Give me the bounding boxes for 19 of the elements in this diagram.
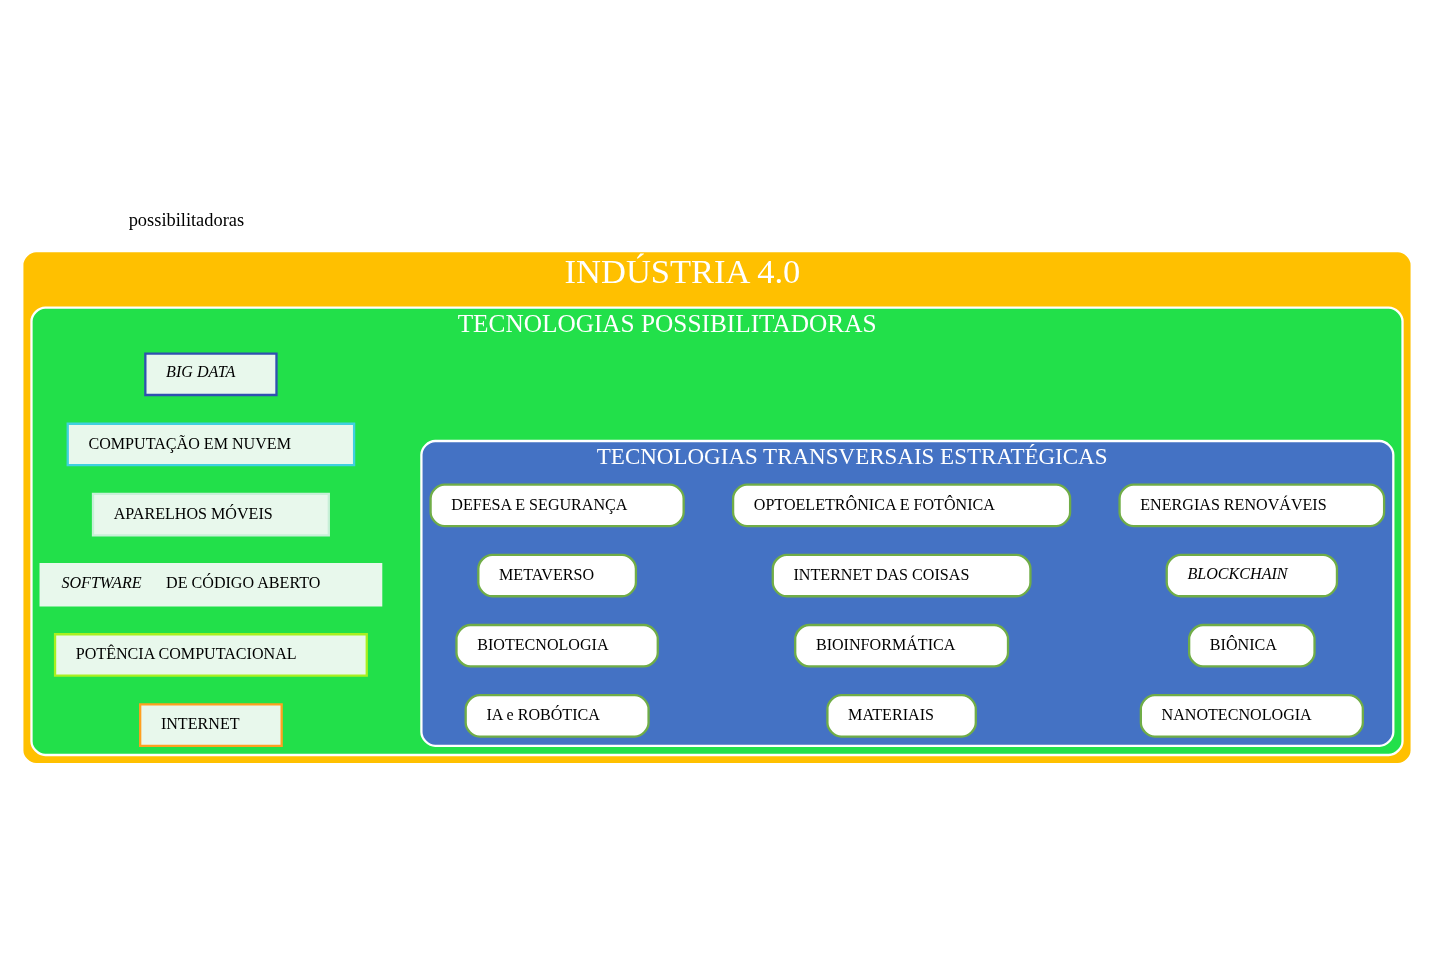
node-box: ENERGIAS RENOVÁVEIS [1118, 483, 1386, 527]
node-box: COMPUTAÇÃO EM NUVEM [66, 422, 356, 466]
node-box: BIOINFORMÁTICA [794, 623, 1010, 668]
node-box: OPTOELETRÔNICA E FOTÔNICA [731, 483, 1072, 527]
node-box: BIG DATA [144, 351, 278, 396]
node-box: POTÊNCIA COMPUTACIONAL [53, 632, 368, 677]
node-box: METAVERSO [477, 553, 638, 597]
label: possibilitadoras [128, 209, 245, 230]
node-box: MATERIAIS [826, 693, 977, 738]
node-box: APARELHOS MÓVEIS [91, 492, 330, 536]
node-box: SOFTWARE DE CÓDIGO ABERTO [39, 562, 383, 607]
node-box: IA e ROBÓTICA [464, 693, 650, 738]
node-box: INTERNET [139, 702, 283, 747]
node-box: BLOCKCHAIN [1165, 553, 1339, 597]
node-box: NANOTECNOLOGIA [1139, 693, 1364, 738]
node-box: BIOTECNOLOGIA [455, 623, 659, 668]
node-box: INTERNET DAS COISAS [771, 553, 1032, 597]
node-box: BIÔNICA [1188, 623, 1316, 668]
node-box: DEFESA E SEGURANÇA [429, 483, 685, 527]
